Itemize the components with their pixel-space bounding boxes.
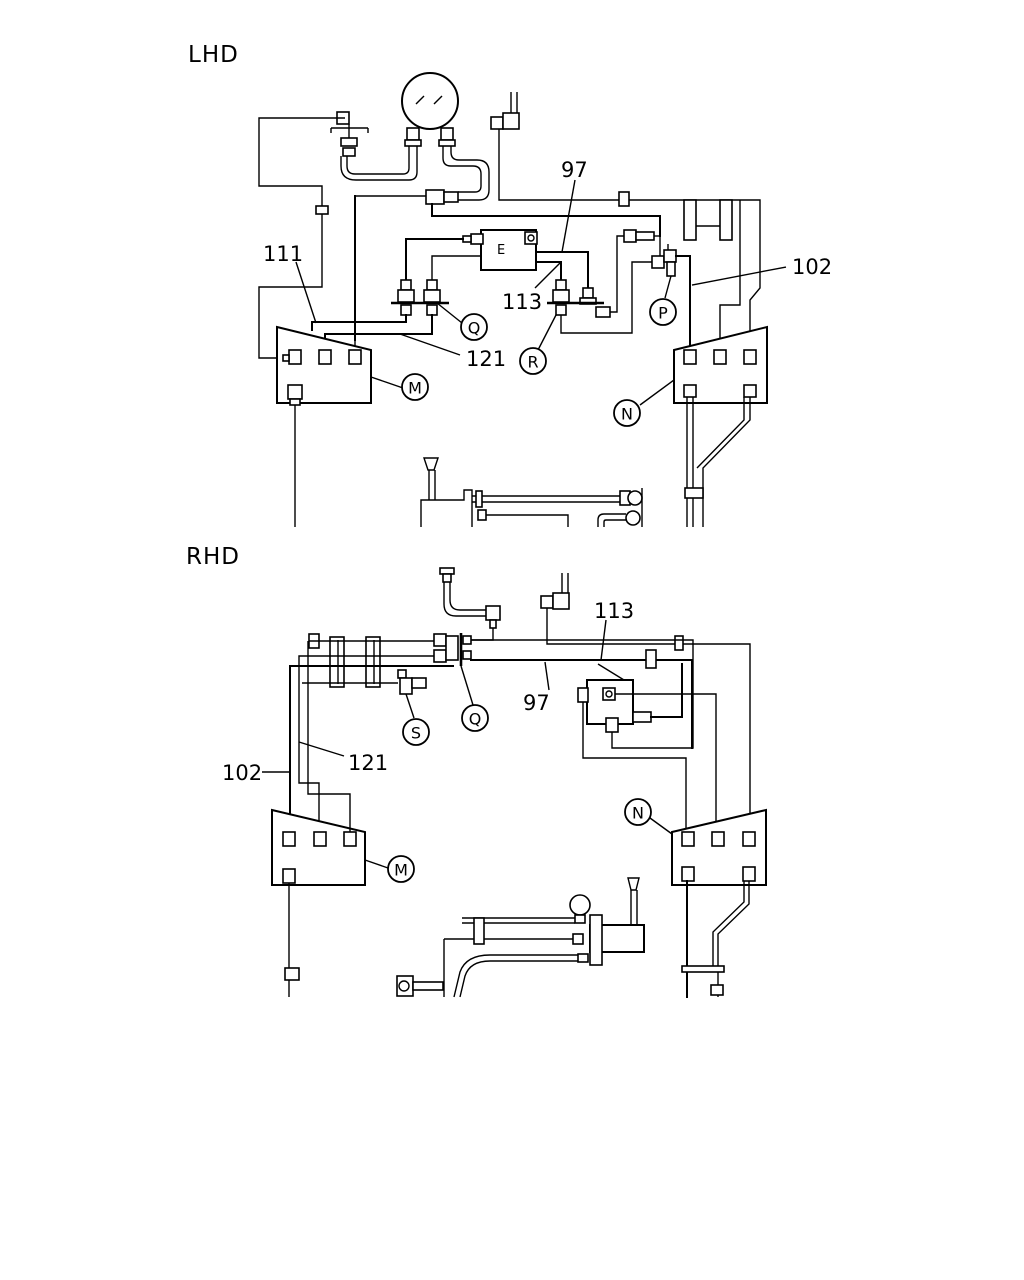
rhd-callout-s: S bbox=[402, 718, 430, 746]
manifold-q bbox=[391, 279, 449, 316]
block-m bbox=[276, 325, 372, 406]
lhd-label-102: 102 bbox=[792, 255, 832, 279]
valve-block: E bbox=[462, 229, 538, 271]
valve-block-rhd bbox=[577, 663, 652, 733]
lhd-callout-m: M bbox=[401, 373, 429, 401]
svg-text:N: N bbox=[621, 405, 633, 424]
block-m-rhd bbox=[271, 808, 366, 886]
lhd-section: LHD bbox=[188, 42, 832, 527]
rhd-label-113: 113 bbox=[594, 599, 634, 623]
manifold-r bbox=[547, 279, 611, 318]
rhd-callout-m: M bbox=[387, 855, 415, 883]
rhd-title: RHD bbox=[186, 544, 240, 570]
manifold-q-rhd bbox=[433, 633, 472, 666]
svg-text:P: P bbox=[658, 304, 668, 323]
svg-text:Q: Q bbox=[469, 710, 482, 729]
lhd-label-97: 97 bbox=[561, 158, 588, 182]
rhd-label-102: 102 bbox=[222, 761, 262, 785]
lhd-callout-n: N bbox=[613, 399, 641, 427]
control-lever bbox=[420, 457, 643, 527]
rhd-callout-q: Q bbox=[461, 704, 489, 732]
rhd-callout-n: N bbox=[624, 798, 652, 826]
lhd-callout-q: Q bbox=[460, 313, 488, 341]
lhd-title: LHD bbox=[188, 42, 239, 68]
svg-text:N: N bbox=[632, 804, 644, 823]
lhd-label-121: 121 bbox=[466, 347, 506, 371]
lhd-callout-r: R bbox=[519, 347, 547, 375]
brake-lever-rhd bbox=[396, 877, 645, 998]
pressure-gauge bbox=[401, 72, 459, 147]
svg-text:R: R bbox=[527, 353, 538, 372]
fitting-s bbox=[397, 669, 427, 695]
rhd-label-97: 97 bbox=[523, 691, 550, 715]
svg-text:Q: Q bbox=[468, 319, 481, 338]
svg-text:M: M bbox=[394, 861, 408, 880]
rhd-section: RHD bbox=[186, 544, 767, 998]
lhd-label-113: 113 bbox=[502, 290, 542, 314]
lhd-label-111: 111 bbox=[263, 242, 303, 266]
svg-text:S: S bbox=[411, 724, 421, 743]
rhd-label-121: 121 bbox=[348, 751, 388, 775]
lhd-callout-p: P bbox=[649, 298, 677, 326]
block-n-rhd bbox=[671, 808, 767, 886]
svg-text:E: E bbox=[497, 243, 505, 258]
test-coupling-rhd bbox=[439, 567, 501, 629]
svg-text:M: M bbox=[408, 379, 422, 398]
block-n bbox=[673, 325, 768, 404]
